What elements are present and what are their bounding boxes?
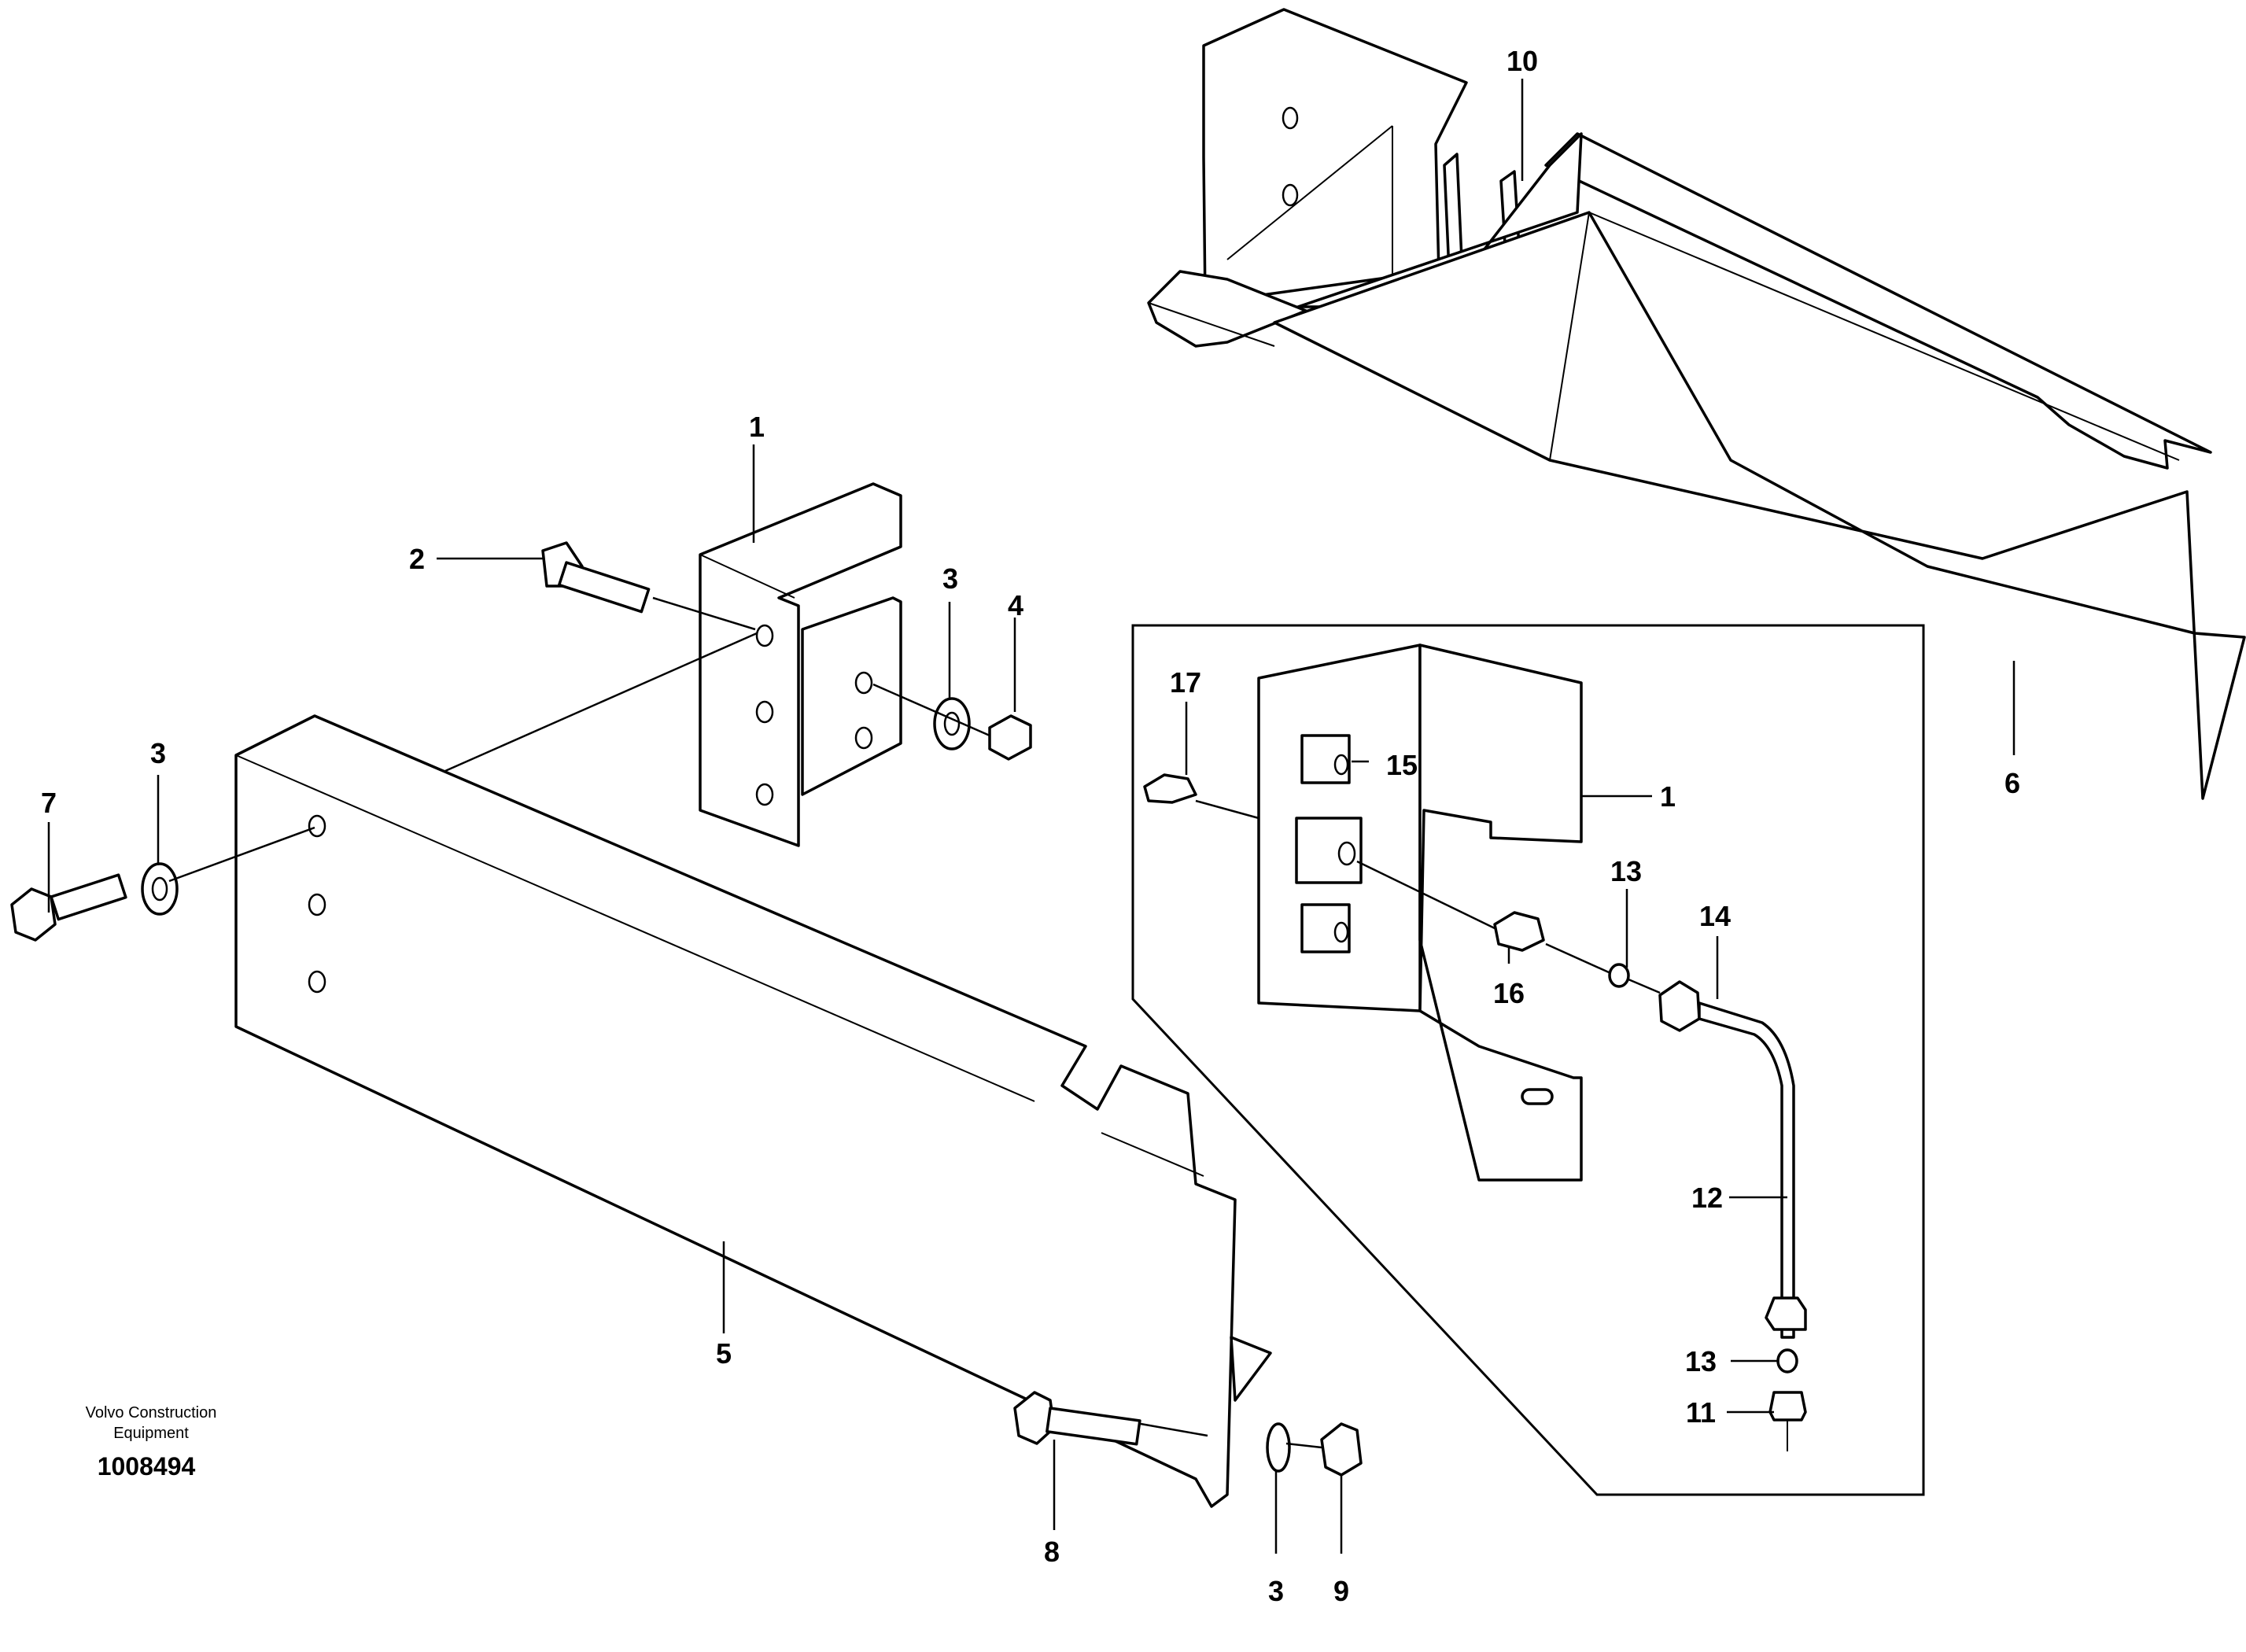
callout-12: 12: [1691, 1182, 1723, 1214]
callout-7: 7: [41, 787, 57, 819]
washer-3-left: [141, 862, 179, 916]
callout-labels: 1 2 3 4 3 7 5 8 3 9 10 6 17 15 1 13 14 1…: [41, 45, 2020, 1607]
publisher-name: Volvo Construction: [86, 1404, 217, 1422]
olive-13-upper: [1545, 942, 1630, 988]
pipe-assembly: [1628, 978, 1795, 1339]
publisher-block: Volvo Construction Equipment 1008494: [86, 1404, 217, 1481]
detail-bracket: [1257, 643, 1583, 1182]
callout-10: 10: [1507, 45, 1538, 77]
callout-5: 5: [716, 1337, 732, 1370]
callout-15: 15: [1386, 749, 1418, 781]
publisher-name-line2: Equipment: [113, 1425, 189, 1442]
bolt-2: [541, 541, 756, 631]
guard-plate-6: [1147, 8, 2246, 800]
callout-6: 6: [2004, 767, 2020, 799]
callout-13-lower: 13: [1685, 1345, 1717, 1377]
washer-3-lower: [1266, 1422, 1291, 1473]
callout-16: 16: [1493, 977, 1525, 1009]
callout-3-left: 3: [150, 737, 166, 769]
callout-1-top: 1: [749, 411, 765, 443]
grease-nipple-17: [1143, 773, 1259, 820]
bracket-1: [699, 482, 902, 847]
callout-9: 9: [1333, 1575, 1349, 1607]
callout-11: 11: [1686, 1396, 1716, 1429]
callout-14: 14: [1699, 900, 1731, 932]
nut-4: [872, 683, 1032, 761]
callout-4: 4: [1008, 589, 1023, 621]
callout-3-nut: 3: [942, 562, 958, 595]
nut-9: [1285, 1422, 1363, 1477]
guard-plate-5: [234, 714, 1272, 1508]
callout-1-detail: 1: [1660, 780, 1676, 813]
callout-2: 2: [409, 543, 425, 575]
nipple-16: [1356, 860, 1545, 952]
callout-17: 17: [1170, 666, 1201, 699]
callout-13-upper: 13: [1610, 855, 1642, 887]
document-number: 1008494: [98, 1452, 196, 1481]
bolt-7: [10, 826, 315, 942]
leader-lines: [47, 79, 2015, 1554]
washer-3-upper: [933, 697, 971, 750]
detail-frame: [1131, 624, 1925, 1496]
pipe-end-lower: [1765, 1296, 1807, 1451]
callout-3-bottom: 3: [1268, 1575, 1284, 1607]
bolt-8: [1013, 1391, 1208, 1446]
callout-8: 8: [1044, 1536, 1060, 1568]
